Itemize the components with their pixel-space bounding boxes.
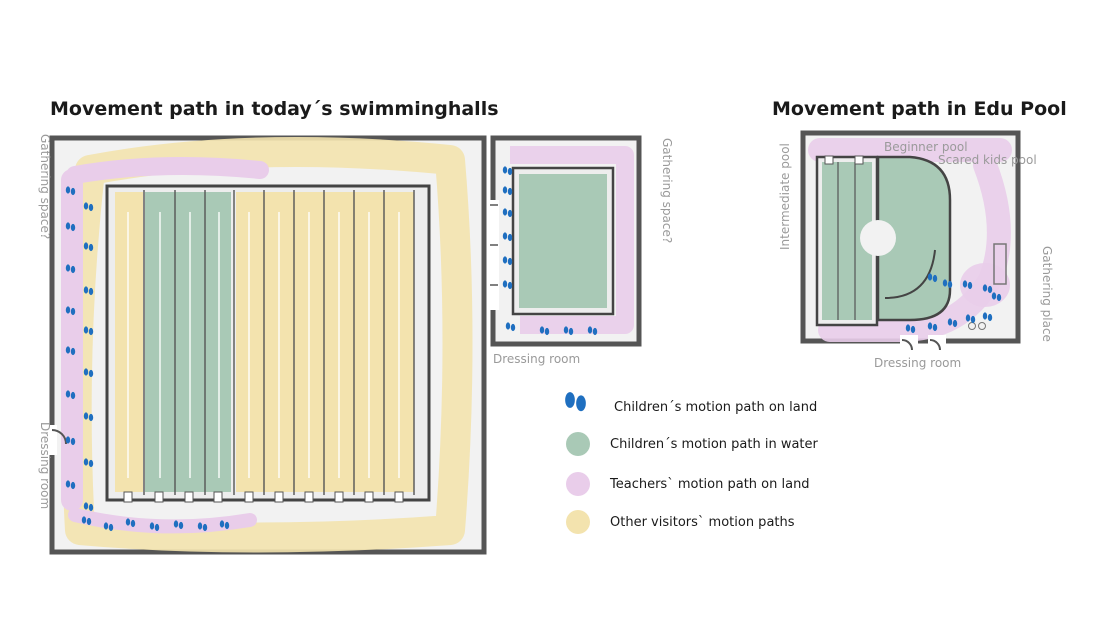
legend-item-children-water: Children´s motion path in water [566,432,818,456]
title-edu-pool: Movement path in Edu Pool [772,98,1067,120]
label-scared-kids-pool: Scared kids pool [938,153,1037,167]
lanes [115,190,415,503]
label-gathering-space-left: Gathering space? [38,134,52,240]
label-dressing-room-right: Dressing room [874,356,962,370]
legend-label-teachers: Teachers` motion path on land [610,476,810,492]
legend-label-children-land: Children´s motion path on land [614,400,818,415]
label-gathering-space-mid: Gathering space? [660,138,674,244]
legend-swatch-teachers [566,472,590,496]
legend-item-visitors: Other visitors` motion paths [566,510,795,534]
legend-swatch-water [566,432,590,456]
legend-label-children-water: Children´s motion path in water [610,436,818,452]
title-swimminghalls: Movement path in today´s swimminghalls [50,98,499,120]
legend-item-children-land: Children´s motion path on land [590,400,817,415]
legend-footprints-icon [565,392,586,412]
big-hall-plan [47,135,487,555]
label-intermediate-pool: Intermediate pool [778,143,792,250]
legend-swatch-visitors [566,510,590,534]
legend-label-visitors: Other visitors` motion paths [610,514,795,530]
edu-pool-plan [800,130,1021,351]
small-hall-plan [489,135,642,347]
legend-item-teachers: Teachers` motion path on land [566,472,810,496]
label-dressing-room-left: Dressing room [38,422,52,510]
label-beginner-pool: Beginner pool [884,140,968,154]
label-dressing-room-mid: Dressing room [493,352,581,366]
label-gathering-place: Gathering place [1040,246,1054,342]
